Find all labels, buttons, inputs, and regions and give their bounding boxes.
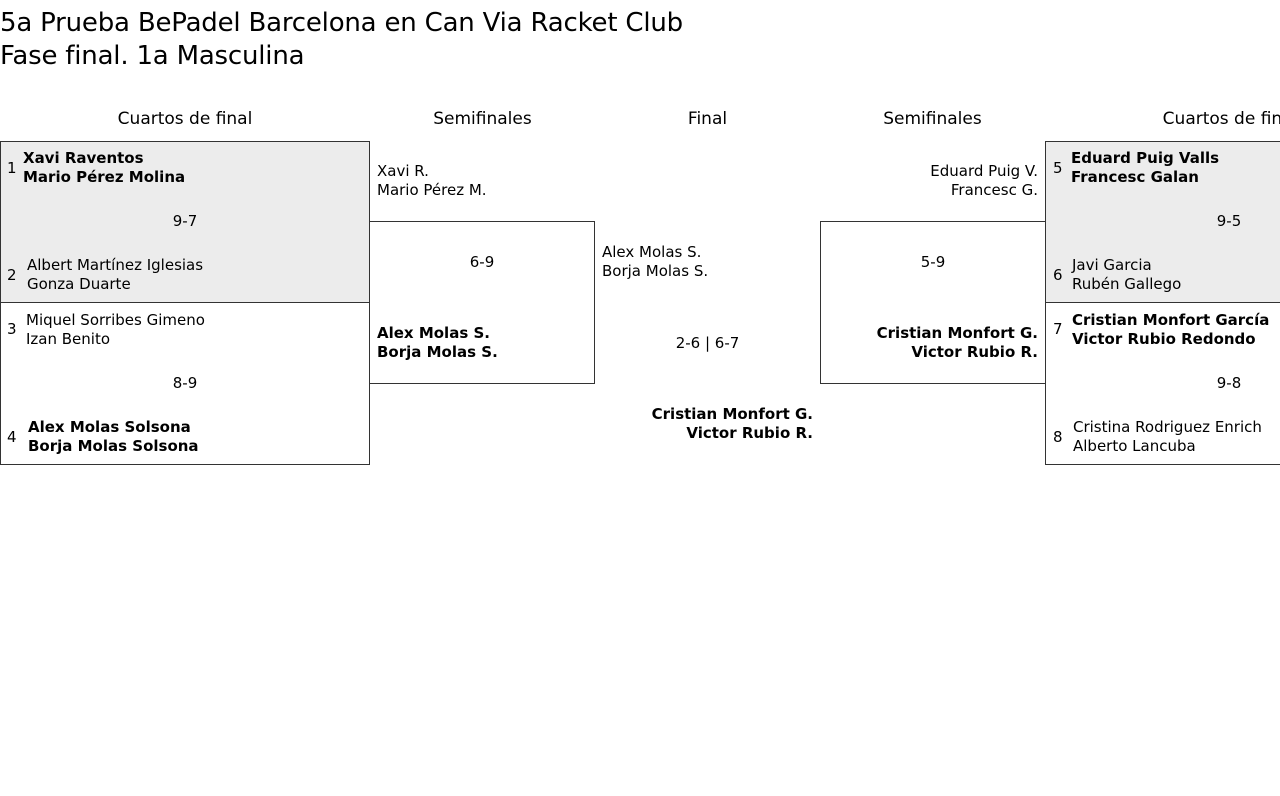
player-name: Victor Rubio Redondo xyxy=(1072,330,1256,348)
tournament-title: 5a Prueba BePadel Barcelona en Can Via R… xyxy=(0,8,683,38)
final-team-bottom: Cristian Monfort G. Victor Rubio R. xyxy=(652,405,813,443)
left-semi-team-top: Xavi R. Mario Pérez M. xyxy=(377,162,487,200)
player-name: Eduard Puig Valls xyxy=(1071,149,1220,167)
left-quarter-2-team-top: Miquel Sorribes Gimeno Izan Benito xyxy=(26,311,205,349)
seed-number: 7 xyxy=(1053,320,1063,338)
left-semi-team-bottom: Alex Molas S. Borja Molas S. xyxy=(377,324,498,362)
header-left-semis: Semifinales xyxy=(433,109,532,129)
player-name: Alex Molas Solsona xyxy=(28,418,191,436)
header-final: Final xyxy=(687,109,728,129)
player-name: Alberto Lancuba xyxy=(1073,437,1196,455)
left-semi-score: 6-9 xyxy=(469,253,495,271)
player-name: Miquel Sorribes Gimeno xyxy=(26,311,205,329)
player-name: Mario Pérez Molina xyxy=(23,168,186,186)
right-quarter-2-score: 9-8 xyxy=(1216,374,1242,392)
player-name: Cristian Monfort G. xyxy=(876,324,1038,342)
player-name: Victor Rubio R. xyxy=(686,424,813,442)
player-name: Rubén Gallego xyxy=(1072,275,1182,293)
left-quarter-2-score: 8-9 xyxy=(172,374,198,392)
phase-title: Fase final. 1a Masculina xyxy=(0,41,305,71)
seed-number: 3 xyxy=(7,320,17,338)
player-name: Francesc Galan xyxy=(1071,168,1199,186)
final-score: 2-6 | 6-7 xyxy=(675,334,740,352)
final-team-top: Alex Molas S. Borja Molas S. xyxy=(602,243,708,281)
player-name: Cristian Monfort García xyxy=(1072,311,1270,329)
player-name: Albert Martínez Iglesias xyxy=(27,256,204,274)
left-quarter-1-team-top: Xavi Raventos Mario Pérez Molina xyxy=(23,149,185,187)
header-right-semis: Semifinales xyxy=(883,109,982,129)
left-quarter-1-score: 9-7 xyxy=(172,212,198,230)
player-name: Izan Benito xyxy=(26,330,111,348)
right-quarter-1-team-top: Eduard Puig Valls Francesc Galan xyxy=(1071,149,1219,187)
player-name: Mario Pérez M. xyxy=(377,181,487,199)
player-name: Xavi R. xyxy=(377,162,429,180)
player-name: Alex Molas S. xyxy=(377,324,490,342)
player-name: Xavi Raventos xyxy=(23,149,144,167)
player-name: Javi Garcia xyxy=(1072,256,1152,274)
seed-number: 1 xyxy=(7,159,17,177)
right-quarter-2-team-bottom: Cristina Rodriguez Enrich Alberto Lancub… xyxy=(1073,418,1262,456)
header-left-quarters: Cuartos de final xyxy=(117,109,253,129)
right-semi-score: 5-9 xyxy=(920,253,946,271)
right-quarter-1-team-bottom: Javi Garcia Rubén Gallego xyxy=(1072,256,1181,294)
seed-number: 6 xyxy=(1053,266,1063,284)
right-quarter-2-box xyxy=(1045,302,1280,465)
right-quarter-1-score: 9-5 xyxy=(1216,212,1242,230)
player-name: Alex Molas S. xyxy=(602,243,702,261)
player-name: Cristian Monfort G. xyxy=(651,405,813,423)
player-name: Borja Molas S. xyxy=(602,262,709,280)
player-name: Gonza Duarte xyxy=(27,275,131,293)
seed-number: 8 xyxy=(1053,428,1063,446)
left-semi-box xyxy=(369,221,595,384)
player-name: Eduard Puig V. xyxy=(930,162,1038,180)
right-semi-team-top: Eduard Puig V. Francesc G. xyxy=(930,162,1038,200)
header-right-quarters: Cuartos de final xyxy=(1162,109,1280,129)
player-name: Francesc G. xyxy=(950,181,1038,199)
left-quarter-2-team-bottom: Alex Molas Solsona Borja Molas Solsona xyxy=(28,418,199,456)
left-quarter-1-box xyxy=(0,141,370,303)
player-name: Borja Molas S. xyxy=(377,343,498,361)
seed-number: 5 xyxy=(1053,159,1063,177)
seed-number: 4 xyxy=(7,428,17,446)
left-quarter-1-team-bottom: Albert Martínez Iglesias Gonza Duarte xyxy=(27,256,203,294)
right-quarter-1-box xyxy=(1045,141,1280,303)
player-name: Victor Rubio R. xyxy=(911,343,1038,361)
right-semi-team-bottom: Cristian Monfort G. Victor Rubio R. xyxy=(877,324,1038,362)
player-name: Cristina Rodriguez Enrich xyxy=(1073,418,1262,436)
right-quarter-2-team-top: Cristian Monfort García Victor Rubio Red… xyxy=(1072,311,1269,349)
seed-number: 2 xyxy=(7,266,17,284)
player-name: Borja Molas Solsona xyxy=(28,437,199,455)
